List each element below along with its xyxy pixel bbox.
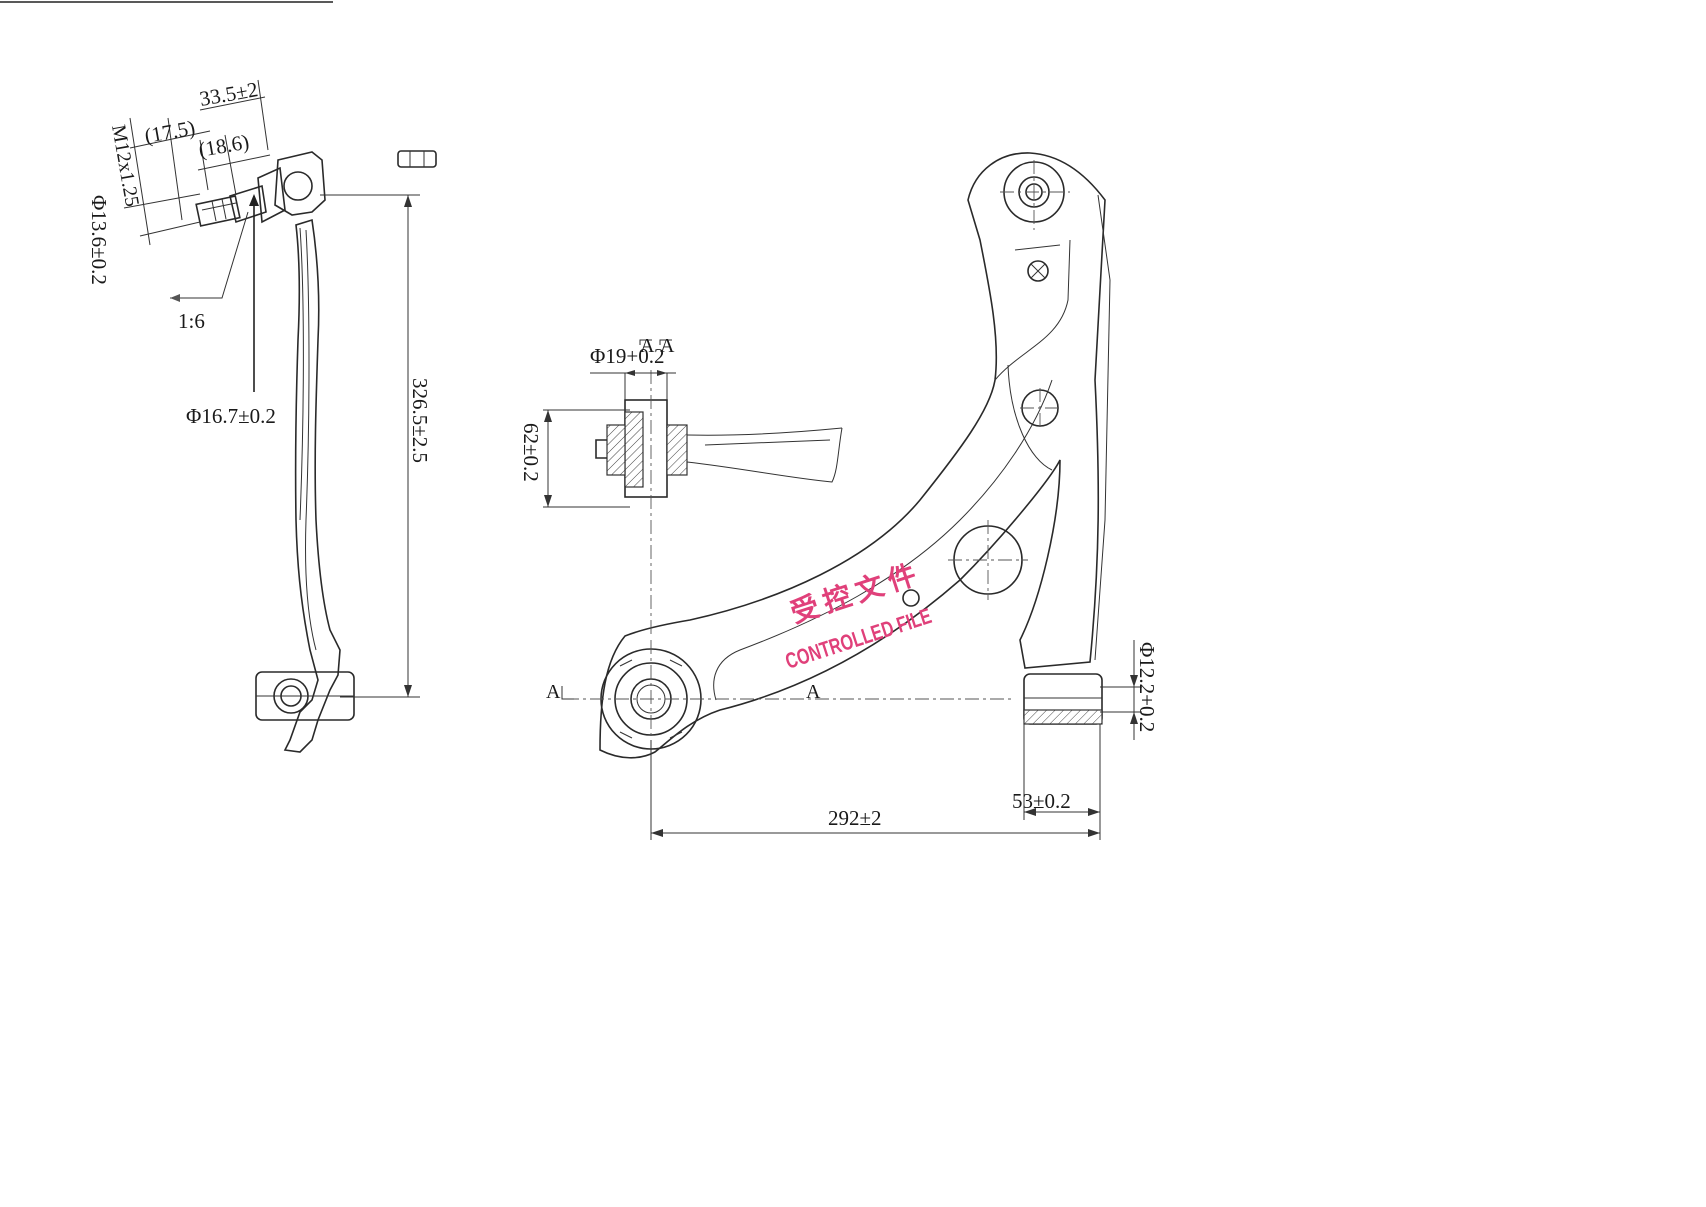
section-label-a-top-1: A (640, 335, 655, 357)
side-view (195, 150, 437, 753)
bushing-section (595, 399, 843, 498)
center-lines (565, 160, 1070, 840)
dim-dia-13-6: Φ13.6±0.2 (87, 195, 111, 285)
dim-taper-1-6: 1:6 (178, 309, 205, 333)
side-view-dimension-lines (123, 79, 420, 698)
dim-height-326-5: 326.5±2.5 (408, 378, 432, 463)
dim-dia-16-7: Φ16.7±0.2 (186, 404, 276, 428)
section-label-a-left: A (546, 681, 561, 703)
dim-18-6: (18.6) (197, 129, 251, 161)
nut-icon (397, 150, 437, 168)
dim-17-5: (17.5) (143, 115, 197, 147)
dim-dia-19: Φ19+0.2 (590, 344, 664, 368)
dim-dia-12-2: Φ12.2+0.2 (1135, 642, 1159, 732)
section-label-a-top-2: A (660, 335, 675, 357)
section-label-a-right: A (806, 681, 821, 703)
dim-width-62: 62±0.2 (519, 423, 543, 482)
dim-length-292: 292±2 (828, 806, 882, 830)
dim-33-5: 33.5±2 (198, 77, 260, 111)
dim-width-53: 53±0.2 (1012, 789, 1071, 813)
front-view-dimension-lines (543, 339, 1142, 840)
